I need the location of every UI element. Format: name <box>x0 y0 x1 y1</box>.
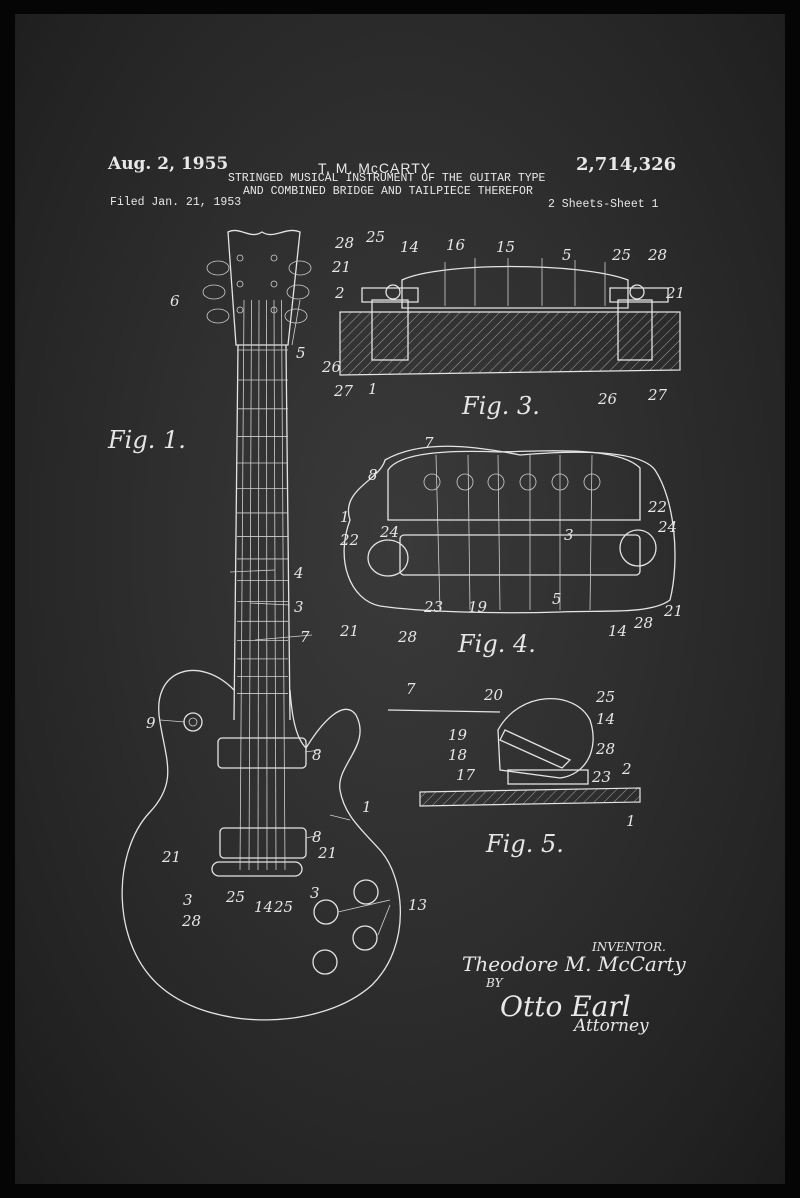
svg-text:21: 21 <box>161 848 181 866</box>
patent-date: Aug. 2, 1955 <box>108 154 229 174</box>
svg-text:21: 21 <box>339 622 359 640</box>
svg-text:27: 27 <box>333 382 354 400</box>
attorney-label: Attorney <box>574 1016 649 1036</box>
svg-text:28: 28 <box>397 628 417 646</box>
svg-text:3: 3 <box>564 526 574 544</box>
fig1-guitar: 6 5 4 3 7 9 8 8 1 21 21 28 25 14 25 13 3… <box>107 229 427 1021</box>
svg-text:5: 5 <box>552 590 562 608</box>
svg-text:21: 21 <box>331 258 351 276</box>
svg-text:17: 17 <box>456 766 476 784</box>
svg-text:25: 25 <box>273 898 293 916</box>
inventor-name: T. M. McCARTY <box>318 160 432 176</box>
svg-text:8: 8 <box>312 746 322 764</box>
svg-text:26: 26 <box>597 390 618 408</box>
sheet-count: 2 Sheets-Sheet 1 <box>548 198 659 211</box>
svg-text:23: 23 <box>591 768 611 786</box>
svg-text:21: 21 <box>317 844 337 862</box>
svg-text:26: 26 <box>321 358 342 376</box>
fig5-bridge-detail: 7 20 25 14 19 18 28 17 23 2 1 Fig. 5. <box>387 680 641 858</box>
svg-text:25: 25 <box>225 888 245 906</box>
fig3-label: Fig. 3. <box>461 392 540 420</box>
filed-date: Filed Jan. 21, 1953 <box>110 196 242 209</box>
string <box>239 299 245 871</box>
svg-text:24: 24 <box>379 523 399 541</box>
fig3-bridge-section: 28 25 14 16 15 5 25 28 21 21 2 26 27 1 2… <box>321 228 685 420</box>
svg-text:25: 25 <box>365 228 385 246</box>
patent-number: 2,714,326 <box>576 154 677 175</box>
svg-text:24: 24 <box>657 518 677 536</box>
string <box>273 299 277 871</box>
fig5-label: Fig. 5. <box>485 830 564 858</box>
svg-text:15: 15 <box>496 238 515 256</box>
svg-text:19: 19 <box>468 598 488 616</box>
svg-text:7: 7 <box>424 434 434 452</box>
string <box>248 299 252 871</box>
string <box>257 299 260 871</box>
svg-text:2: 2 <box>334 284 345 302</box>
svg-text:16: 16 <box>446 236 466 254</box>
svg-text:7: 7 <box>406 680 416 698</box>
svg-text:3: 3 <box>294 598 304 616</box>
svg-text:22: 22 <box>339 531 359 549</box>
svg-text:2: 2 <box>621 760 632 778</box>
svg-text:28: 28 <box>595 740 615 758</box>
title-line-2: AND COMBINED BRIDGE AND TAILPIECE THEREF… <box>243 185 533 198</box>
chalkboard-background <box>15 14 785 1184</box>
svg-text:7: 7 <box>300 628 310 646</box>
svg-text:6: 6 <box>170 292 180 310</box>
svg-text:1: 1 <box>368 380 378 398</box>
inventor-signature: Theodore M. McCarty <box>462 952 686 976</box>
svg-text:28: 28 <box>334 234 354 252</box>
svg-text:1: 1 <box>626 812 636 830</box>
fig1-label: Fig. 1. <box>107 426 186 454</box>
svg-text:28: 28 <box>647 246 667 264</box>
svg-text:20: 20 <box>483 686 504 704</box>
svg-text:23: 23 <box>423 598 443 616</box>
fig4-label: Fig. 4. <box>457 630 536 658</box>
svg-text:1: 1 <box>362 798 372 816</box>
svg-text:1: 1 <box>340 508 350 526</box>
svg-text:4: 4 <box>293 564 304 582</box>
svg-text:5: 5 <box>296 344 306 362</box>
svg-text:14: 14 <box>400 238 419 256</box>
by-label: BY <box>486 976 503 990</box>
string <box>281 299 286 871</box>
svg-text:3: 3 <box>183 891 193 909</box>
svg-text:13: 13 <box>408 896 427 914</box>
fig4-bridge-perspective: 7 8 1 22 24 22 24 3 21 28 23 19 14 28 21… <box>339 434 683 658</box>
title-line-1: STRINGED MUSICAL INSTRUMENT OF THE GUITA… <box>228 172 546 185</box>
svg-text:18: 18 <box>448 746 467 764</box>
string <box>266 299 268 871</box>
svg-text:8: 8 <box>368 466 378 484</box>
svg-text:28: 28 <box>181 912 201 930</box>
svg-text:9: 9 <box>146 714 156 732</box>
attorney-signature: Otto Earl <box>500 990 631 1023</box>
svg-text:21: 21 <box>665 284 685 302</box>
svg-text:28: 28 <box>633 614 653 632</box>
svg-text:8: 8 <box>312 828 322 846</box>
svg-text:14: 14 <box>254 898 273 916</box>
svg-text:5: 5 <box>562 246 572 264</box>
svg-text:14: 14 <box>596 710 615 728</box>
svg-text:22: 22 <box>647 498 667 516</box>
svg-text:27: 27 <box>647 386 668 404</box>
svg-text:25: 25 <box>611 246 631 264</box>
svg-text:21: 21 <box>663 602 683 620</box>
svg-text:19: 19 <box>448 726 468 744</box>
svg-text:14: 14 <box>608 622 627 640</box>
inventor-label: INVENTOR. <box>592 940 666 954</box>
svg-text:3: 3 <box>310 884 320 902</box>
svg-text:25: 25 <box>595 688 615 706</box>
